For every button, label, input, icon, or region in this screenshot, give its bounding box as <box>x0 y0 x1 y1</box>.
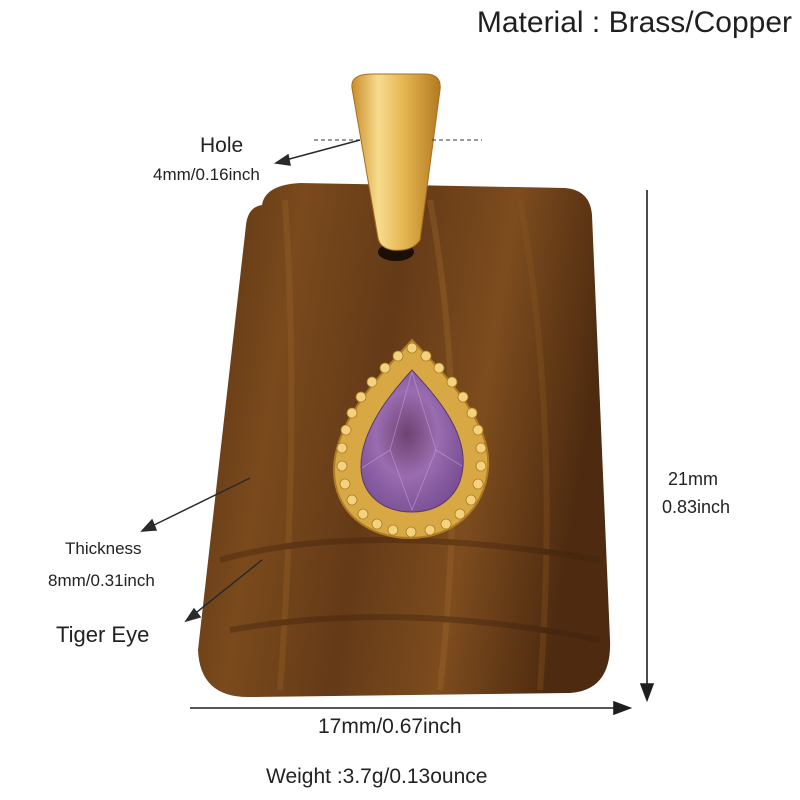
amethyst-gem <box>360 369 464 513</box>
height-dimension-arrow <box>639 190 655 703</box>
width-dimension-arrow <box>190 700 633 716</box>
pointer-arrows <box>140 139 361 623</box>
gem-facets <box>361 370 463 512</box>
stone-name-label: Tiger Eye <box>56 622 150 647</box>
height-inch-label: 0.83inch <box>662 497 731 517</box>
weight-label: Weight :3.7g/0.13ounce <box>266 765 488 788</box>
thickness-size-label: 8mm/0.31inch <box>48 571 155 590</box>
bezel-beads <box>336 342 487 538</box>
width-label: 17mm/0.67inch <box>318 715 462 738</box>
gold-bail <box>351 73 441 251</box>
thickness-label: Thickness <box>65 539 142 558</box>
hole-size-label: 4mm/0.16inch <box>153 165 260 184</box>
material-label: Material : Brass/Copper <box>476 6 792 39</box>
hole-label: Hole <box>200 134 244 157</box>
height-mm-label: 21mm <box>668 469 719 489</box>
